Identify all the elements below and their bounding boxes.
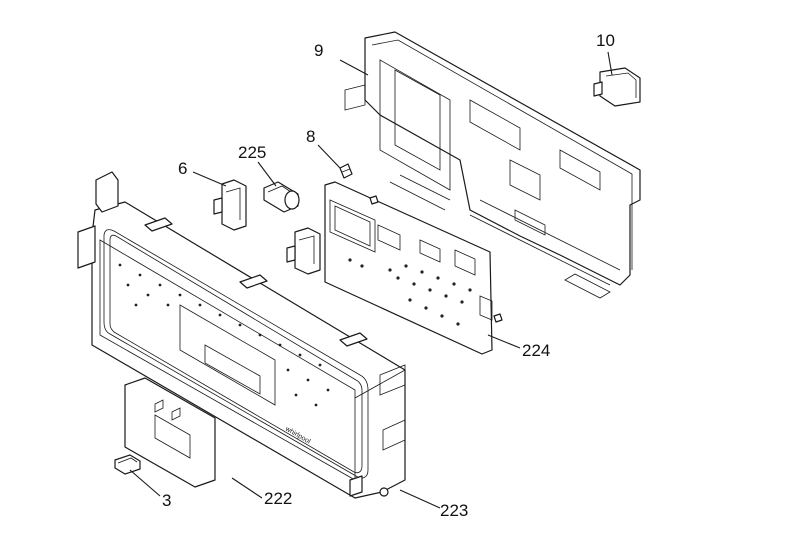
leader-3 [129, 469, 161, 497]
leader-223 [399, 489, 441, 509]
overlay-decal-part-222 [124, 377, 216, 488]
front-console-part-223: whirlpool [77, 171, 406, 499]
button-part-3 [114, 454, 141, 475]
leader-225 [257, 161, 277, 187]
callout-labels: 9 10 8 225 6 224 3 222 223 [162, 31, 615, 520]
leader-9 [339, 59, 369, 76]
bracket-clip-part-10 [593, 67, 641, 107]
callout-225: 225 [238, 143, 266, 162]
rear-housing-part-9 [344, 31, 641, 299]
callout-9: 9 [314, 41, 323, 60]
callout-8: 8 [306, 127, 315, 146]
control-board-part-224 [324, 181, 503, 355]
screw-part-8 [339, 163, 353, 179]
callout-224: 224 [522, 341, 550, 360]
callout-6: 6 [178, 159, 187, 178]
leader-6 [192, 171, 227, 187]
leader-8 [317, 144, 341, 169]
leader-224 [487, 334, 521, 349]
leader-lines [129, 51, 613, 509]
callout-10: 10 [596, 31, 615, 50]
leader-10 [607, 51, 613, 76]
callout-223: 223 [440, 501, 468, 520]
callout-3: 3 [162, 491, 171, 510]
leader-222 [231, 477, 263, 499]
callout-222: 222 [264, 489, 292, 508]
knob-part-225 [263, 181, 300, 213]
bracket-part-6 [213, 179, 321, 275]
